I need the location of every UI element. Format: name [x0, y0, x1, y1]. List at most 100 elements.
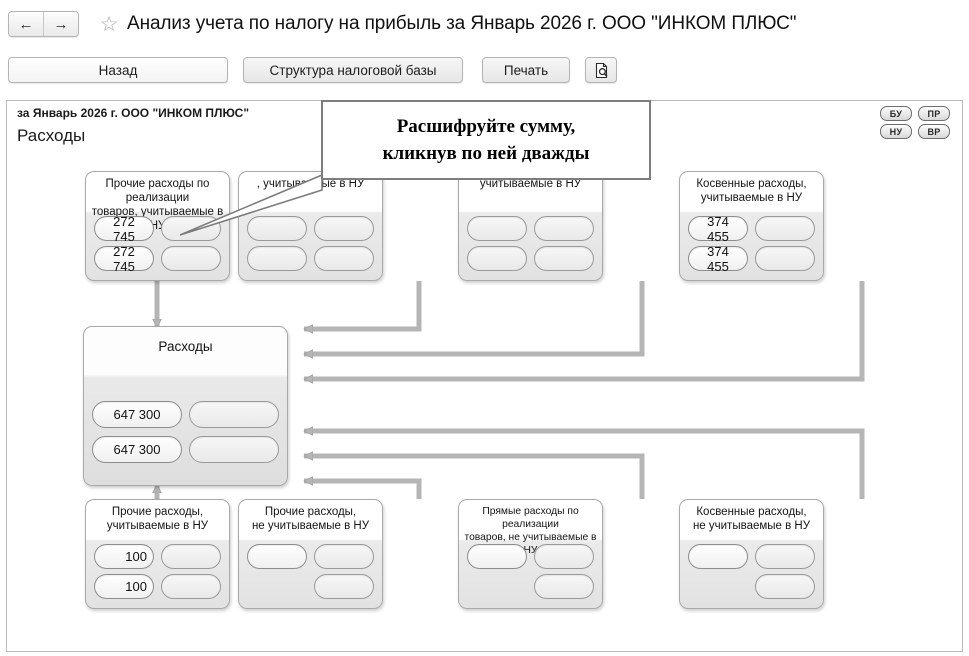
node-bottom-1[interactable]: Прочие расходы, учитываемые в НУ 100 100	[85, 499, 230, 609]
node-title-line2: учитываемые в НУ	[700, 192, 803, 204]
value-row	[467, 246, 594, 271]
value-pill-bu[interactable]	[247, 544, 307, 569]
print-button[interactable]: Печать	[482, 57, 570, 83]
node-title-line2: учитываемые в НУ	[479, 178, 582, 190]
node-bottom-4[interactable]: Косвенные расходы, не учитываемые в НУ	[679, 499, 824, 609]
value-row	[247, 544, 374, 569]
value-row	[688, 544, 815, 569]
badge-vr[interactable]: ВР	[918, 124, 950, 139]
node-title: Прочие расходы, учитываемые в НУ	[90, 505, 225, 533]
value-pill-nu[interactable]	[247, 246, 307, 271]
value-pill-nu[interactable]: 647 300	[92, 436, 182, 463]
node-top-2[interactable]: , учитываемые в НУ	[238, 171, 383, 281]
value-row: 272 745	[94, 214, 221, 244]
node-values	[688, 539, 815, 599]
value-pill-bu[interactable]	[467, 544, 527, 569]
value-pill-vr[interactable]	[314, 574, 374, 599]
value-row	[688, 574, 815, 599]
node-title: учитываемые в НУ	[463, 177, 598, 191]
node-top-1[interactable]: Прочие расходы по реализации товаров, уч…	[85, 171, 230, 281]
node-title-line1: Косвенные расходы,	[696, 178, 807, 190]
value-pill-vr[interactable]	[534, 246, 594, 271]
node-title-line1: Прочие расходы,	[111, 506, 204, 518]
value-pill-bu[interactable]	[247, 216, 307, 241]
forward-arrow-icon[interactable]: →	[43, 12, 78, 36]
value-pill-bu[interactable]	[688, 544, 748, 569]
favorite-star-icon[interactable]: ☆	[99, 12, 119, 36]
value-pill-vr[interactable]	[161, 574, 221, 599]
node-title-line1: Прямые расходы по реализации	[482, 506, 579, 530]
value-pill-vr[interactable]	[755, 246, 815, 271]
value-row: 647 300	[92, 401, 279, 428]
value-pill-vr[interactable]	[534, 574, 594, 599]
node-values	[467, 539, 594, 599]
value-row: 374 455	[688, 214, 815, 244]
report-toolbar: Назад Структура налоговой базы Печать	[0, 50, 969, 94]
node-top-3[interactable]: учитываемые в НУ	[458, 171, 603, 281]
value-pill-pr[interactable]	[161, 216, 221, 241]
node-values: 647 300 647 300	[92, 396, 279, 463]
value-row	[247, 574, 374, 599]
value-pill-pr[interactable]	[755, 216, 815, 241]
navigation-button-group[interactable]: ← →	[8, 11, 79, 37]
legend-row-1: БУ ПР	[862, 106, 950, 121]
value-pill-pr[interactable]	[314, 544, 374, 569]
callout-tooltip: Расшифруйте сумму, кликнув по ней дважды	[321, 100, 651, 180]
value-row	[467, 544, 594, 569]
badge-bu[interactable]: БУ	[880, 106, 912, 121]
value-pill-bu[interactable]: 374 455	[688, 214, 748, 244]
value-pill-nu[interactable]	[467, 246, 527, 271]
value-pill-vr[interactable]	[189, 436, 279, 463]
value-pill-vr[interactable]	[161, 246, 221, 271]
node-title-line2: учитываемые в НУ	[106, 520, 209, 532]
diagram-connectors	[7, 281, 865, 499]
back-arrow-icon[interactable]: ←	[9, 12, 43, 36]
value-pill-nu[interactable]: 272 745	[94, 244, 154, 274]
back-button[interactable]: Назад	[8, 57, 228, 83]
value-row	[247, 216, 374, 241]
value-pill-bu[interactable]: 272 745	[94, 214, 154, 244]
report-subheader: за Январь 2026 г. ООО "ИНКОМ ПЛЮС"	[17, 106, 250, 120]
legend-row-2: НУ ВР	[862, 124, 950, 139]
node-values	[247, 539, 374, 599]
node-title-line2: товаров, не учитываемые в НУ	[464, 532, 597, 556]
value-pill-bu[interactable]	[467, 216, 527, 241]
value-pill-pr[interactable]	[534, 544, 594, 569]
node-bottom-3[interactable]: Прямые расходы по реализации товаров, не…	[458, 499, 603, 609]
tax-base-structure-button[interactable]: Структура налоговой базы	[243, 57, 463, 83]
badge-nu[interactable]: НУ	[880, 124, 912, 139]
value-pill-pr[interactable]	[755, 544, 815, 569]
node-values	[467, 211, 594, 271]
value-row: 272 745	[94, 244, 221, 274]
value-pill-nu[interactable]: 374 455	[688, 244, 748, 274]
value-pill-vr[interactable]	[314, 246, 374, 271]
node-title: Прочие расходы, не учитываемые в НУ	[243, 505, 378, 533]
value-pill-nu[interactable]: 100	[94, 574, 154, 599]
node-values: 272 745 272 745	[94, 211, 221, 274]
title-bar: ← → ☆ Анализ учета по налогу на прибыль …	[0, 0, 969, 47]
node-values	[247, 211, 374, 271]
node-values: 100 100	[94, 539, 221, 599]
value-pill-pr[interactable]	[161, 544, 221, 569]
node-title: Расходы	[158, 339, 213, 354]
callout-line-1: Расшифруйте сумму,	[396, 116, 576, 137]
page-title: Анализ учета по налогу на прибыль за Янв…	[127, 13, 797, 34]
node-bottom-2[interactable]: Прочие расходы, не учитываемые в НУ	[238, 499, 383, 609]
value-pill-pr[interactable]	[189, 401, 279, 428]
node-center-rashody[interactable]: Расходы 647 300 647 300	[83, 326, 288, 486]
document-magnifier-icon	[595, 62, 608, 78]
print-preview-button[interactable]	[585, 57, 617, 83]
value-pill-bu[interactable]: 647 300	[92, 401, 182, 428]
value-row	[467, 574, 594, 599]
node-title-line2: не учитываемые в НУ	[692, 520, 811, 532]
value-pill-pr[interactable]	[534, 216, 594, 241]
node-title: Косвенные расходы, не учитываемые в НУ	[684, 505, 819, 533]
node-title-line1: Прочие расходы по реализации	[105, 178, 210, 204]
value-pill-bu[interactable]: 100	[94, 544, 154, 569]
value-row: 374 455	[688, 244, 815, 274]
value-row: 100	[94, 544, 221, 569]
value-pill-pr[interactable]	[314, 216, 374, 241]
value-pill-vr[interactable]	[755, 574, 815, 599]
badge-pr[interactable]: ПР	[918, 106, 950, 121]
node-top-4[interactable]: Косвенные расходы, учитываемые в НУ 374 …	[679, 171, 824, 281]
